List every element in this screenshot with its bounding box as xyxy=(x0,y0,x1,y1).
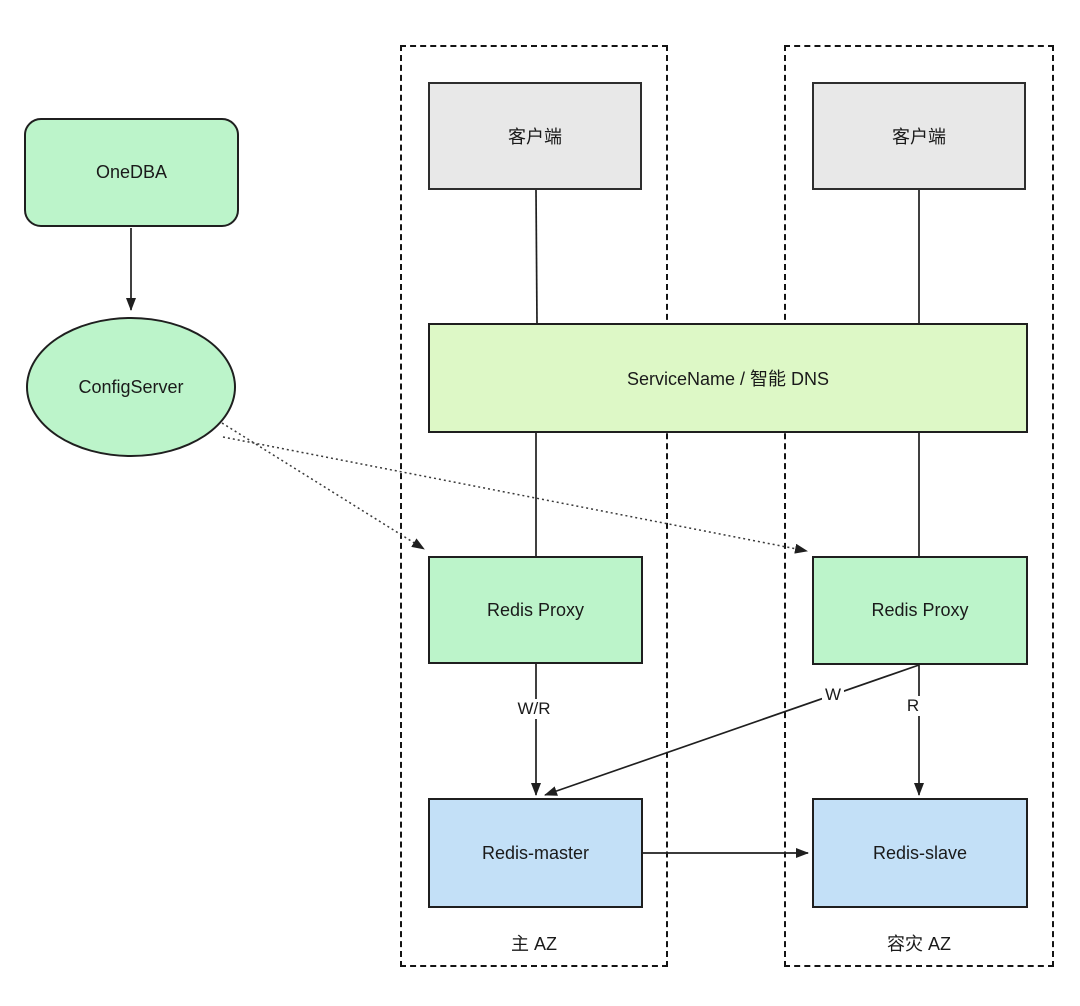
node-client-right: 客户端 xyxy=(812,82,1026,190)
node-redis-slave-label: Redis-slave xyxy=(872,842,968,863)
node-redis-proxy-left: Redis Proxy xyxy=(428,556,643,664)
node-client-right-label: 客户端 xyxy=(892,127,946,147)
node-redis-proxy-right-label: Redis Proxy xyxy=(871,600,969,620)
node-redis-master-label: Redis-master xyxy=(481,842,590,863)
node-redis-proxy-right: Redis Proxy xyxy=(812,556,1028,665)
node-redis-master: Redis-master xyxy=(428,798,643,908)
zone-primary-az-label: 主 AZ xyxy=(510,934,557,954)
node-client-left: 客户端 xyxy=(428,82,642,190)
node-redis-proxy-left-label: Redis Proxy xyxy=(486,599,585,620)
edge-label-read: R xyxy=(903,696,923,716)
zone-disaster-az-label: 容灾 AZ xyxy=(886,934,951,954)
node-configserver: ConfigServer xyxy=(26,317,236,457)
edge-configserver-to-proxy-left xyxy=(221,422,425,550)
edge-label-write-read: W/R xyxy=(514,699,554,719)
edge-label-write: W xyxy=(821,685,845,705)
node-client-left-label: 客户端 xyxy=(508,127,562,147)
node-onedba-label: OneDBA xyxy=(95,162,168,182)
node-configserver-label: ConfigServer xyxy=(78,376,184,397)
node-onedba: OneDBA xyxy=(24,118,239,227)
node-redis-slave: Redis-slave xyxy=(812,798,1028,908)
node-servicename-dns: ServiceName / 智能 DNS xyxy=(428,323,1028,433)
node-servicename-dns-label: ServiceName / 智能 DNS xyxy=(626,369,830,389)
